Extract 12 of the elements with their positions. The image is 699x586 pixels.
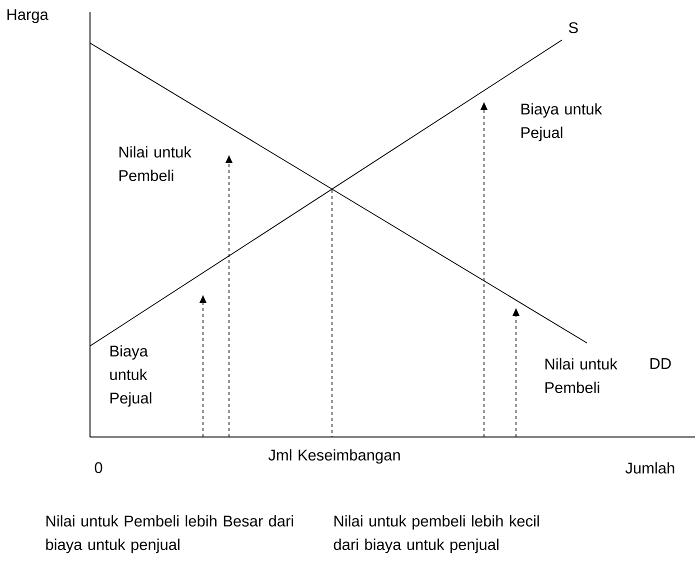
area-label: Nilai untuk Pembeli: [545, 358, 618, 394]
axis-label: 0: [94, 462, 102, 474]
area-label: Biaya untuk Pejual: [110, 345, 152, 407]
axis-label: Jumlah: [625, 462, 674, 474]
curve-label: S: [568, 22, 578, 34]
area-label: Biaya untuk Pejual: [521, 103, 602, 142]
axis-label: Harga: [7, 9, 48, 24]
note: Nilai untuk Pembeli lebih Besar dari biaya untuk penjual: [46, 515, 294, 554]
axis-label: Jml Keseimbangan: [268, 449, 400, 464]
curve-label: DD: [650, 358, 671, 369]
note: Nilai untuk pembeli lebih kecil dari biaya untuk penjual: [334, 515, 539, 554]
area-label: Nilai untuk Pembeli: [119, 146, 192, 182]
